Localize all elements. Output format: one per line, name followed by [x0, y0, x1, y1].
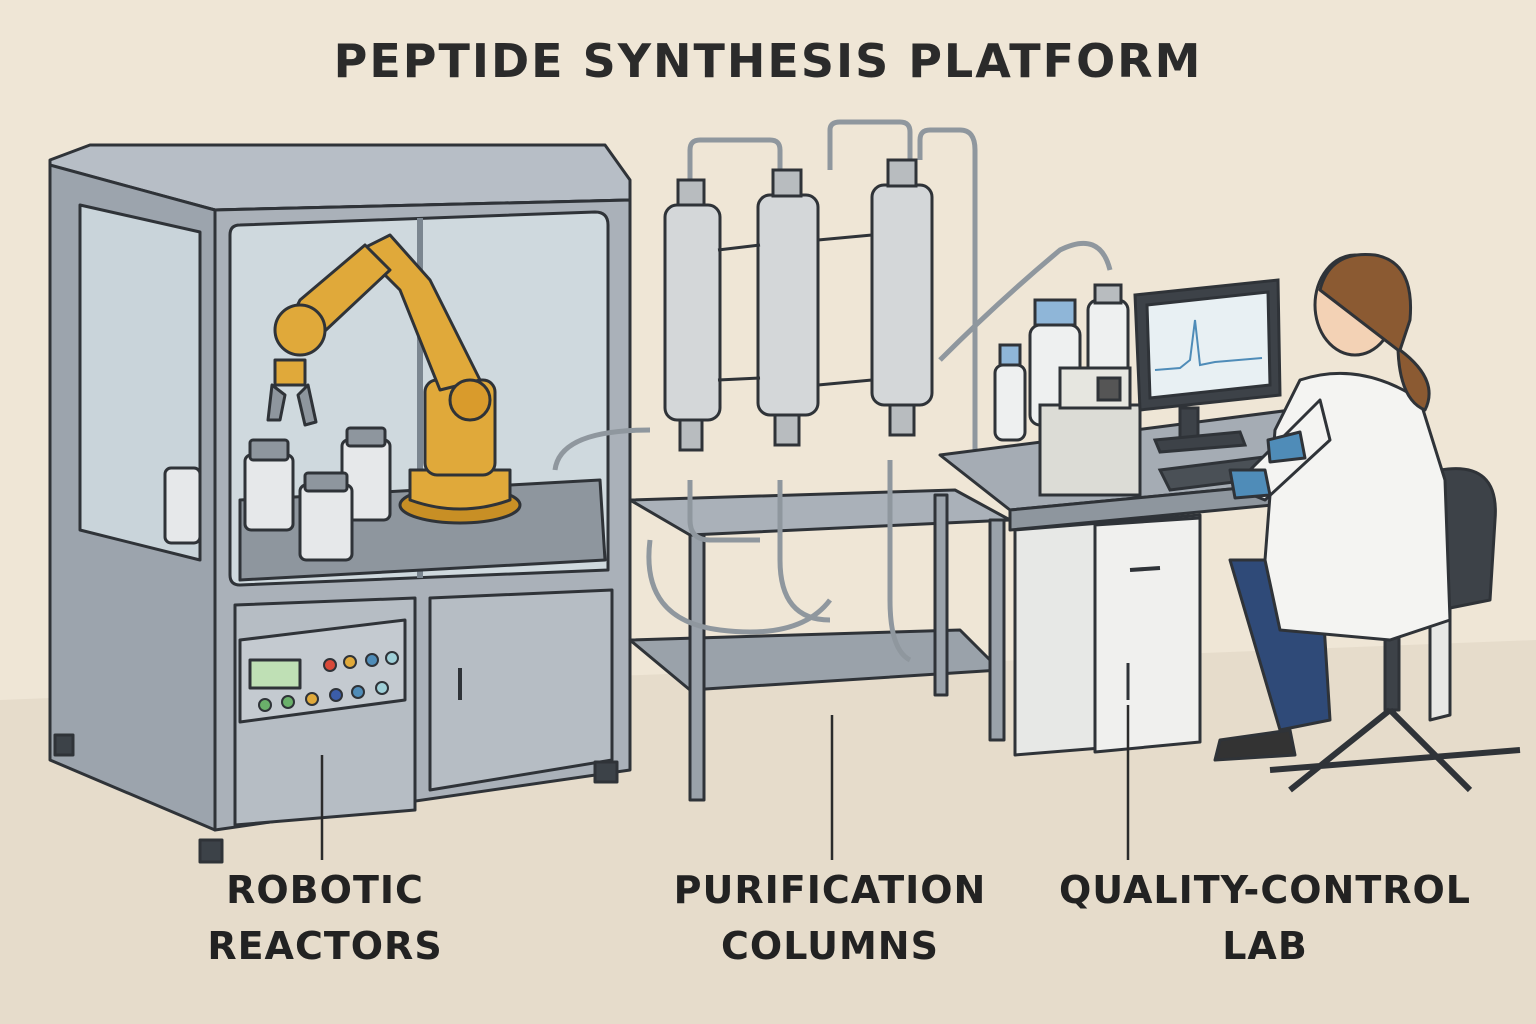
label-quality-control-lab: QUALITY-CONTROL LAB	[1050, 862, 1480, 974]
label-purification-line1: PURIFICATION	[673, 868, 987, 912]
qc-bottles	[993, 283, 1142, 497]
label-robotic-line2: REACTORS	[207, 924, 443, 968]
purification-columns	[663, 158, 934, 452]
label-robotic-line1: ROBOTIC	[226, 868, 424, 912]
label-purification-line2: COLUMNS	[721, 924, 939, 968]
tubing	[552, 119, 1113, 663]
diagram-title: PEPTIDE SYNTHESIS PLATFORM	[333, 34, 1203, 88]
robot-arm	[266, 233, 522, 525]
label-robotic-reactors: ROBOTIC REACTORS	[180, 862, 470, 974]
purification-table	[628, 488, 1012, 802]
scientist	[1213, 252, 1521, 793]
label-qc-line2: LAB	[1222, 924, 1308, 968]
leader-lines	[320, 705, 1130, 860]
label-purification-columns: PURIFICATION COLUMNS	[630, 862, 1030, 974]
label-qc-line1: QUALITY-CONTROL	[1058, 868, 1472, 912]
control-buttons	[258, 651, 399, 712]
qc-monitor	[1133, 278, 1293, 492]
reactor-vials	[163, 426, 392, 562]
